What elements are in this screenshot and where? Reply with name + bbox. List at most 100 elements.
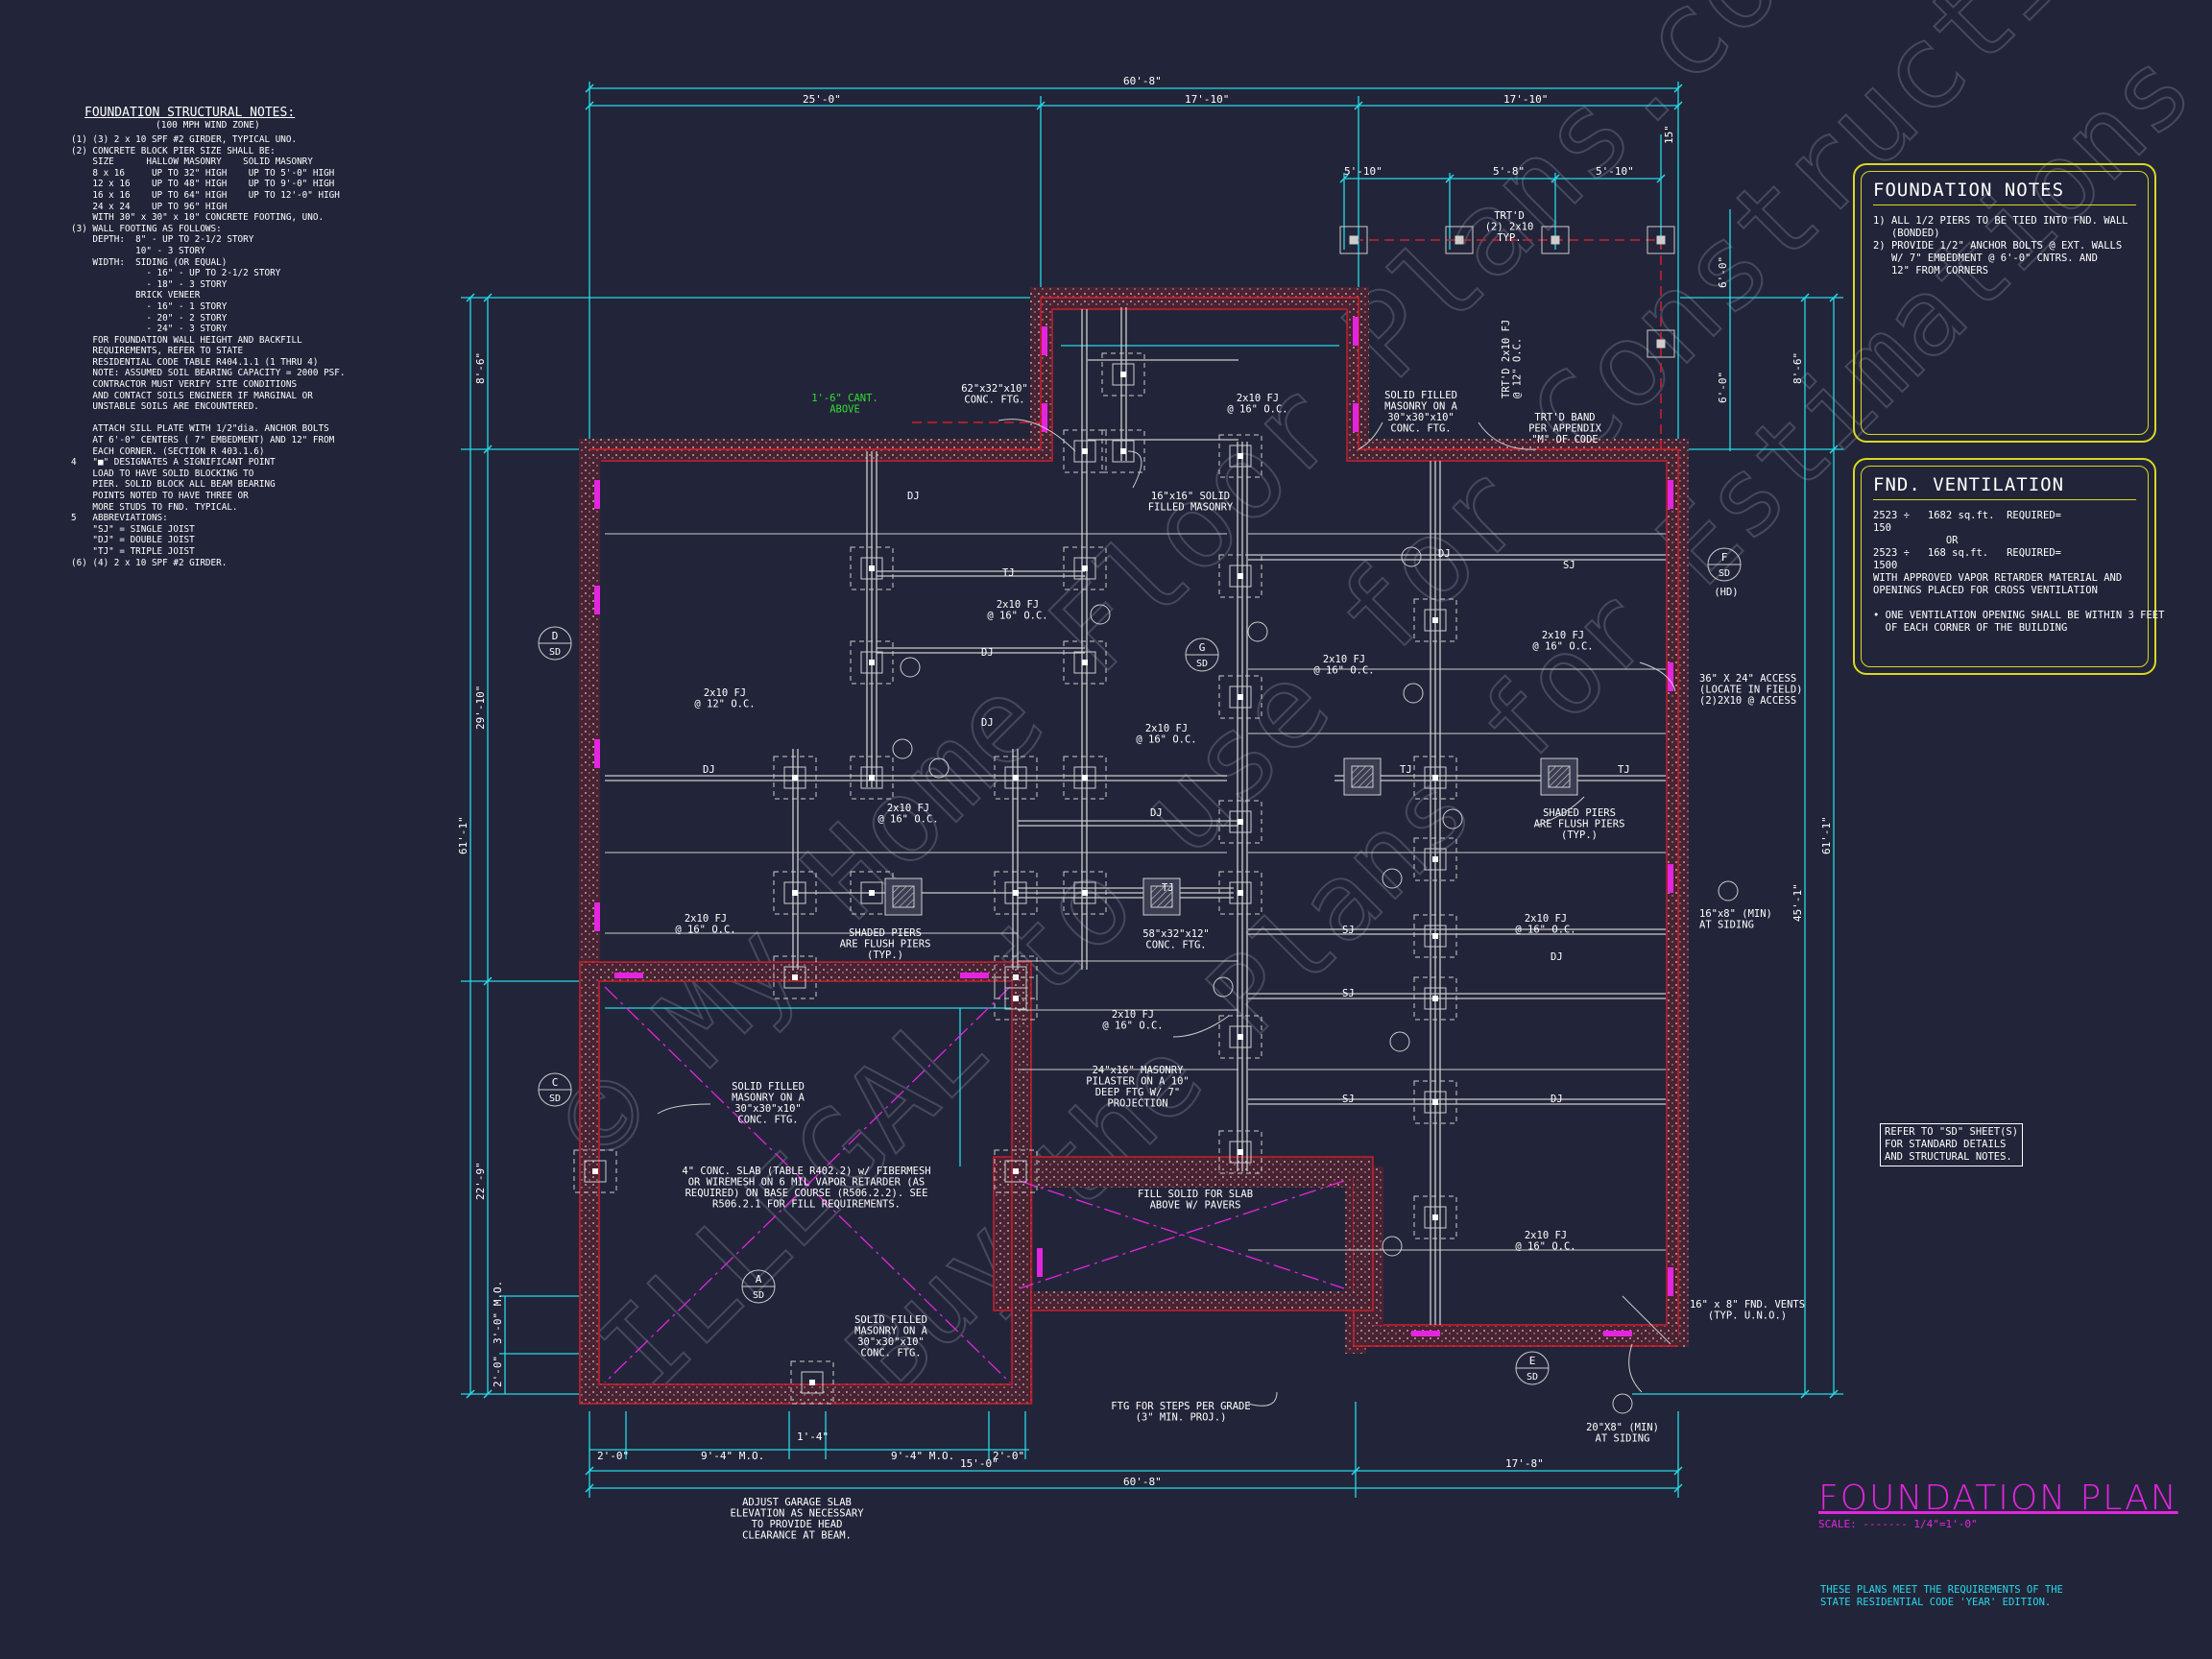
pier-footing bbox=[1413, 598, 1457, 642]
pier-footing bbox=[1218, 675, 1262, 719]
point-load-block bbox=[1120, 448, 1126, 454]
section-marker-c[interactable]: C SD bbox=[538, 1072, 572, 1107]
dim-top-overall: 60'-8" bbox=[1123, 75, 1162, 87]
label-fj-12oc: 2x10 FJ@ 12" O.C. bbox=[694, 687, 755, 710]
joist-label: SJ bbox=[1342, 925, 1355, 936]
pier-footing bbox=[1101, 352, 1145, 397]
pier-footing bbox=[573, 1149, 617, 1193]
point-load-block bbox=[1238, 694, 1243, 700]
dim-garage-1: 2'-0" bbox=[597, 1450, 629, 1462]
label-fj-16oc-9: 2x10 FJ@ 16" O.C. bbox=[1102, 1009, 1163, 1032]
pier-footing bbox=[994, 1149, 1038, 1193]
pier-footing bbox=[1063, 756, 1107, 800]
pier bbox=[1073, 651, 1096, 674]
section-marker-e[interactable]: ESD bbox=[1515, 1351, 1550, 1385]
pier bbox=[860, 651, 883, 674]
dim-right-overall: 61'-1" bbox=[1820, 816, 1833, 854]
point-load-block bbox=[1013, 775, 1019, 781]
section-marker-sheet: SD bbox=[549, 1094, 561, 1104]
pier bbox=[1424, 1091, 1447, 1114]
point-load-block bbox=[1013, 890, 1019, 896]
pier bbox=[1229, 1141, 1252, 1164]
dim-porch-gap: 15" bbox=[1663, 125, 1675, 144]
pier-footing bbox=[1218, 871, 1262, 915]
pier bbox=[1073, 440, 1096, 463]
section-marker-f[interactable]: FSD bbox=[1707, 547, 1742, 582]
fnd-ventilation-panel: FND. VENTILATION 2523 ÷ 1682 sq.ft. REQU… bbox=[1853, 458, 2165, 675]
label-access: 36" X 24" ACCESS(LOCATE IN FIELD)(2)2X10… bbox=[1699, 673, 1802, 707]
pier-footing bbox=[1063, 546, 1107, 590]
dim-porch-v2: 6'-0" bbox=[1717, 372, 1729, 403]
interior-dims bbox=[605, 533, 1666, 1251]
section-marker-d[interactable]: DSD bbox=[538, 626, 572, 661]
point-load-block bbox=[1432, 856, 1438, 862]
foundation-notes-body: 1) ALL 1/2 PIERS TO BE TIED INTO FND. WA… bbox=[1873, 215, 2128, 276]
label-fnd-vents: 16" x 8" FND. VENTS(TYP. U.N.O.) bbox=[1690, 1299, 1805, 1322]
joist-label: SJ bbox=[1342, 1094, 1355, 1105]
pier bbox=[783, 966, 806, 989]
dim-garage-2: 9'-4" M.O. bbox=[701, 1450, 764, 1462]
foundation-notes-title: FOUNDATION NOTES bbox=[1873, 180, 2136, 205]
point-load-block bbox=[1238, 890, 1243, 896]
dim-garage-5: 2'-0" bbox=[993, 1450, 1024, 1462]
dim-right-mid: 45'-1" bbox=[1791, 883, 1804, 922]
pier bbox=[1424, 987, 1447, 1010]
dimension-lines bbox=[461, 82, 1843, 1498]
pier bbox=[1229, 1025, 1252, 1048]
plan-dimension-text: 60'-8" 25'-0" 17'-10" 17'-10" 5'-10" 5'-… bbox=[457, 75, 1833, 1488]
section-marker-sheet: SD bbox=[1527, 1372, 1538, 1382]
joist-label: SJ bbox=[1342, 988, 1355, 999]
pier-footing bbox=[1218, 1015, 1262, 1059]
pier bbox=[801, 1371, 824, 1394]
joist-label: DJ bbox=[1551, 1094, 1563, 1105]
section-marker-sheet: SD bbox=[1196, 659, 1208, 669]
point-load-block bbox=[1082, 775, 1088, 781]
section-marker-g[interactable]: GSD bbox=[1185, 637, 1219, 672]
pier-footing bbox=[1218, 554, 1262, 598]
point-load-block bbox=[869, 660, 875, 665]
joist-label: TJ bbox=[1162, 882, 1174, 894]
pier bbox=[1004, 987, 1027, 1010]
dim-left-overall: 61'-1" bbox=[457, 816, 469, 854]
pier-footing bbox=[1413, 976, 1457, 1021]
pier bbox=[1112, 363, 1135, 386]
section-marker-a[interactable]: ASD bbox=[741, 1269, 776, 1304]
dim-porch-v: 6'-0" bbox=[1717, 256, 1729, 288]
pier-footing bbox=[773, 756, 817, 800]
dim-left-mid: 29'-10" bbox=[474, 685, 487, 730]
dim-porch-3: 5'-10" bbox=[1596, 165, 1634, 178]
point-load-block bbox=[792, 974, 798, 980]
label-vent-siding-16: 16"x8" (MIN)AT SIDING bbox=[1699, 908, 1772, 931]
point-load-block bbox=[1238, 453, 1243, 459]
pier bbox=[1424, 609, 1447, 632]
label-hd: (HD) bbox=[1714, 587, 1738, 598]
pier bbox=[1004, 881, 1027, 904]
joist-label: TJ bbox=[1618, 764, 1630, 776]
dim-top-1: 25'-0" bbox=[803, 93, 841, 106]
point-load-block bbox=[792, 775, 798, 781]
pier-footing bbox=[1218, 1130, 1262, 1174]
pier-footing bbox=[850, 756, 894, 800]
pier-footing bbox=[1413, 756, 1457, 800]
point-load-block bbox=[1432, 1214, 1438, 1220]
garage-slab-diagonals bbox=[604, 986, 1345, 1383]
pier-footing bbox=[1063, 871, 1107, 915]
point-load-block bbox=[1082, 890, 1088, 896]
section-marker-id: C bbox=[552, 1076, 559, 1089]
label-conc-ftg-62: 62"x32"x10"CONC. FTG. bbox=[961, 383, 1028, 406]
point-load-block bbox=[1238, 1034, 1243, 1040]
pier bbox=[860, 881, 883, 904]
joist-label: DJ bbox=[1551, 951, 1563, 963]
pier-footing bbox=[1218, 434, 1262, 478]
label-fj-16oc-3: 2x10 FJ@ 16" O.C. bbox=[1313, 654, 1374, 677]
fnd-ventilation-body: 2523 ÷ 1682 sq.ft. REQUIRED= 150 OR 2523… bbox=[1873, 510, 2165, 634]
pier bbox=[1424, 848, 1447, 871]
dim-porch-2: 5'-8" bbox=[1493, 165, 1525, 178]
label-fj-16oc-1: 2x10 FJ@ 16" O.C. bbox=[1227, 393, 1287, 416]
section-marker-id: D bbox=[552, 630, 559, 642]
point-load-block bbox=[809, 1380, 815, 1385]
